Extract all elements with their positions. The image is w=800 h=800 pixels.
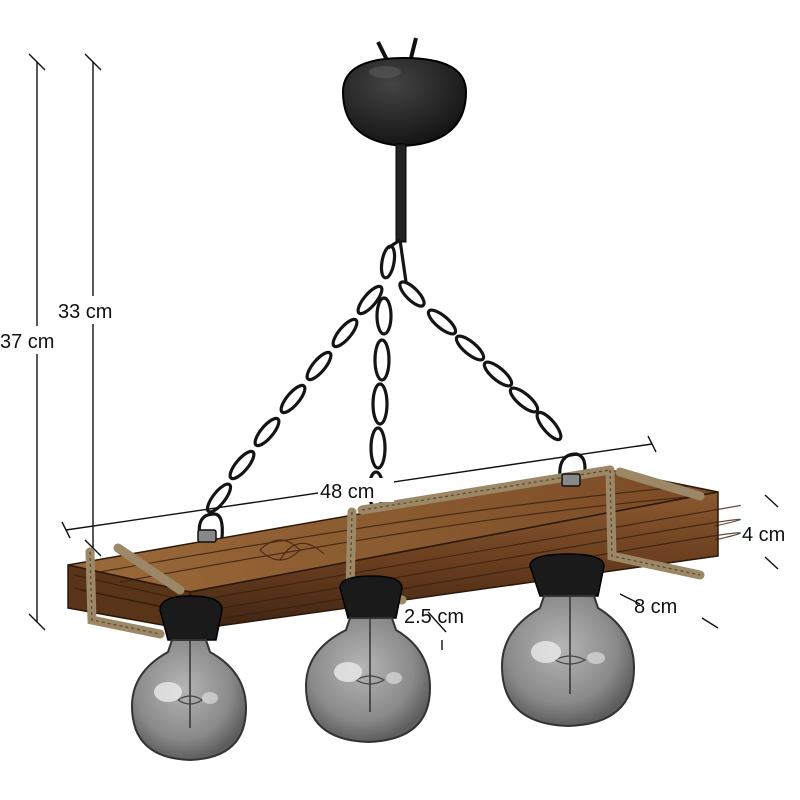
beam-length-label: 48 cm [320,481,374,503]
socket-height-line [427,611,447,633]
edison-bulb-icon [130,595,636,762]
ceiling-canopy-icon [341,37,468,243]
bulb-socket-icon [159,553,605,641]
beam-depth-label: 8 cm [634,596,677,618]
beam-height-line [764,494,779,508]
total-height-label: 37 cm [0,331,54,353]
socket-height-label: 2.5 cm [404,606,464,628]
chain-height-label: 33 cm [58,301,112,323]
beam-height-label: 4 cm [742,524,785,546]
chain-icon [197,238,587,539]
beam-depth-line [701,617,719,629]
